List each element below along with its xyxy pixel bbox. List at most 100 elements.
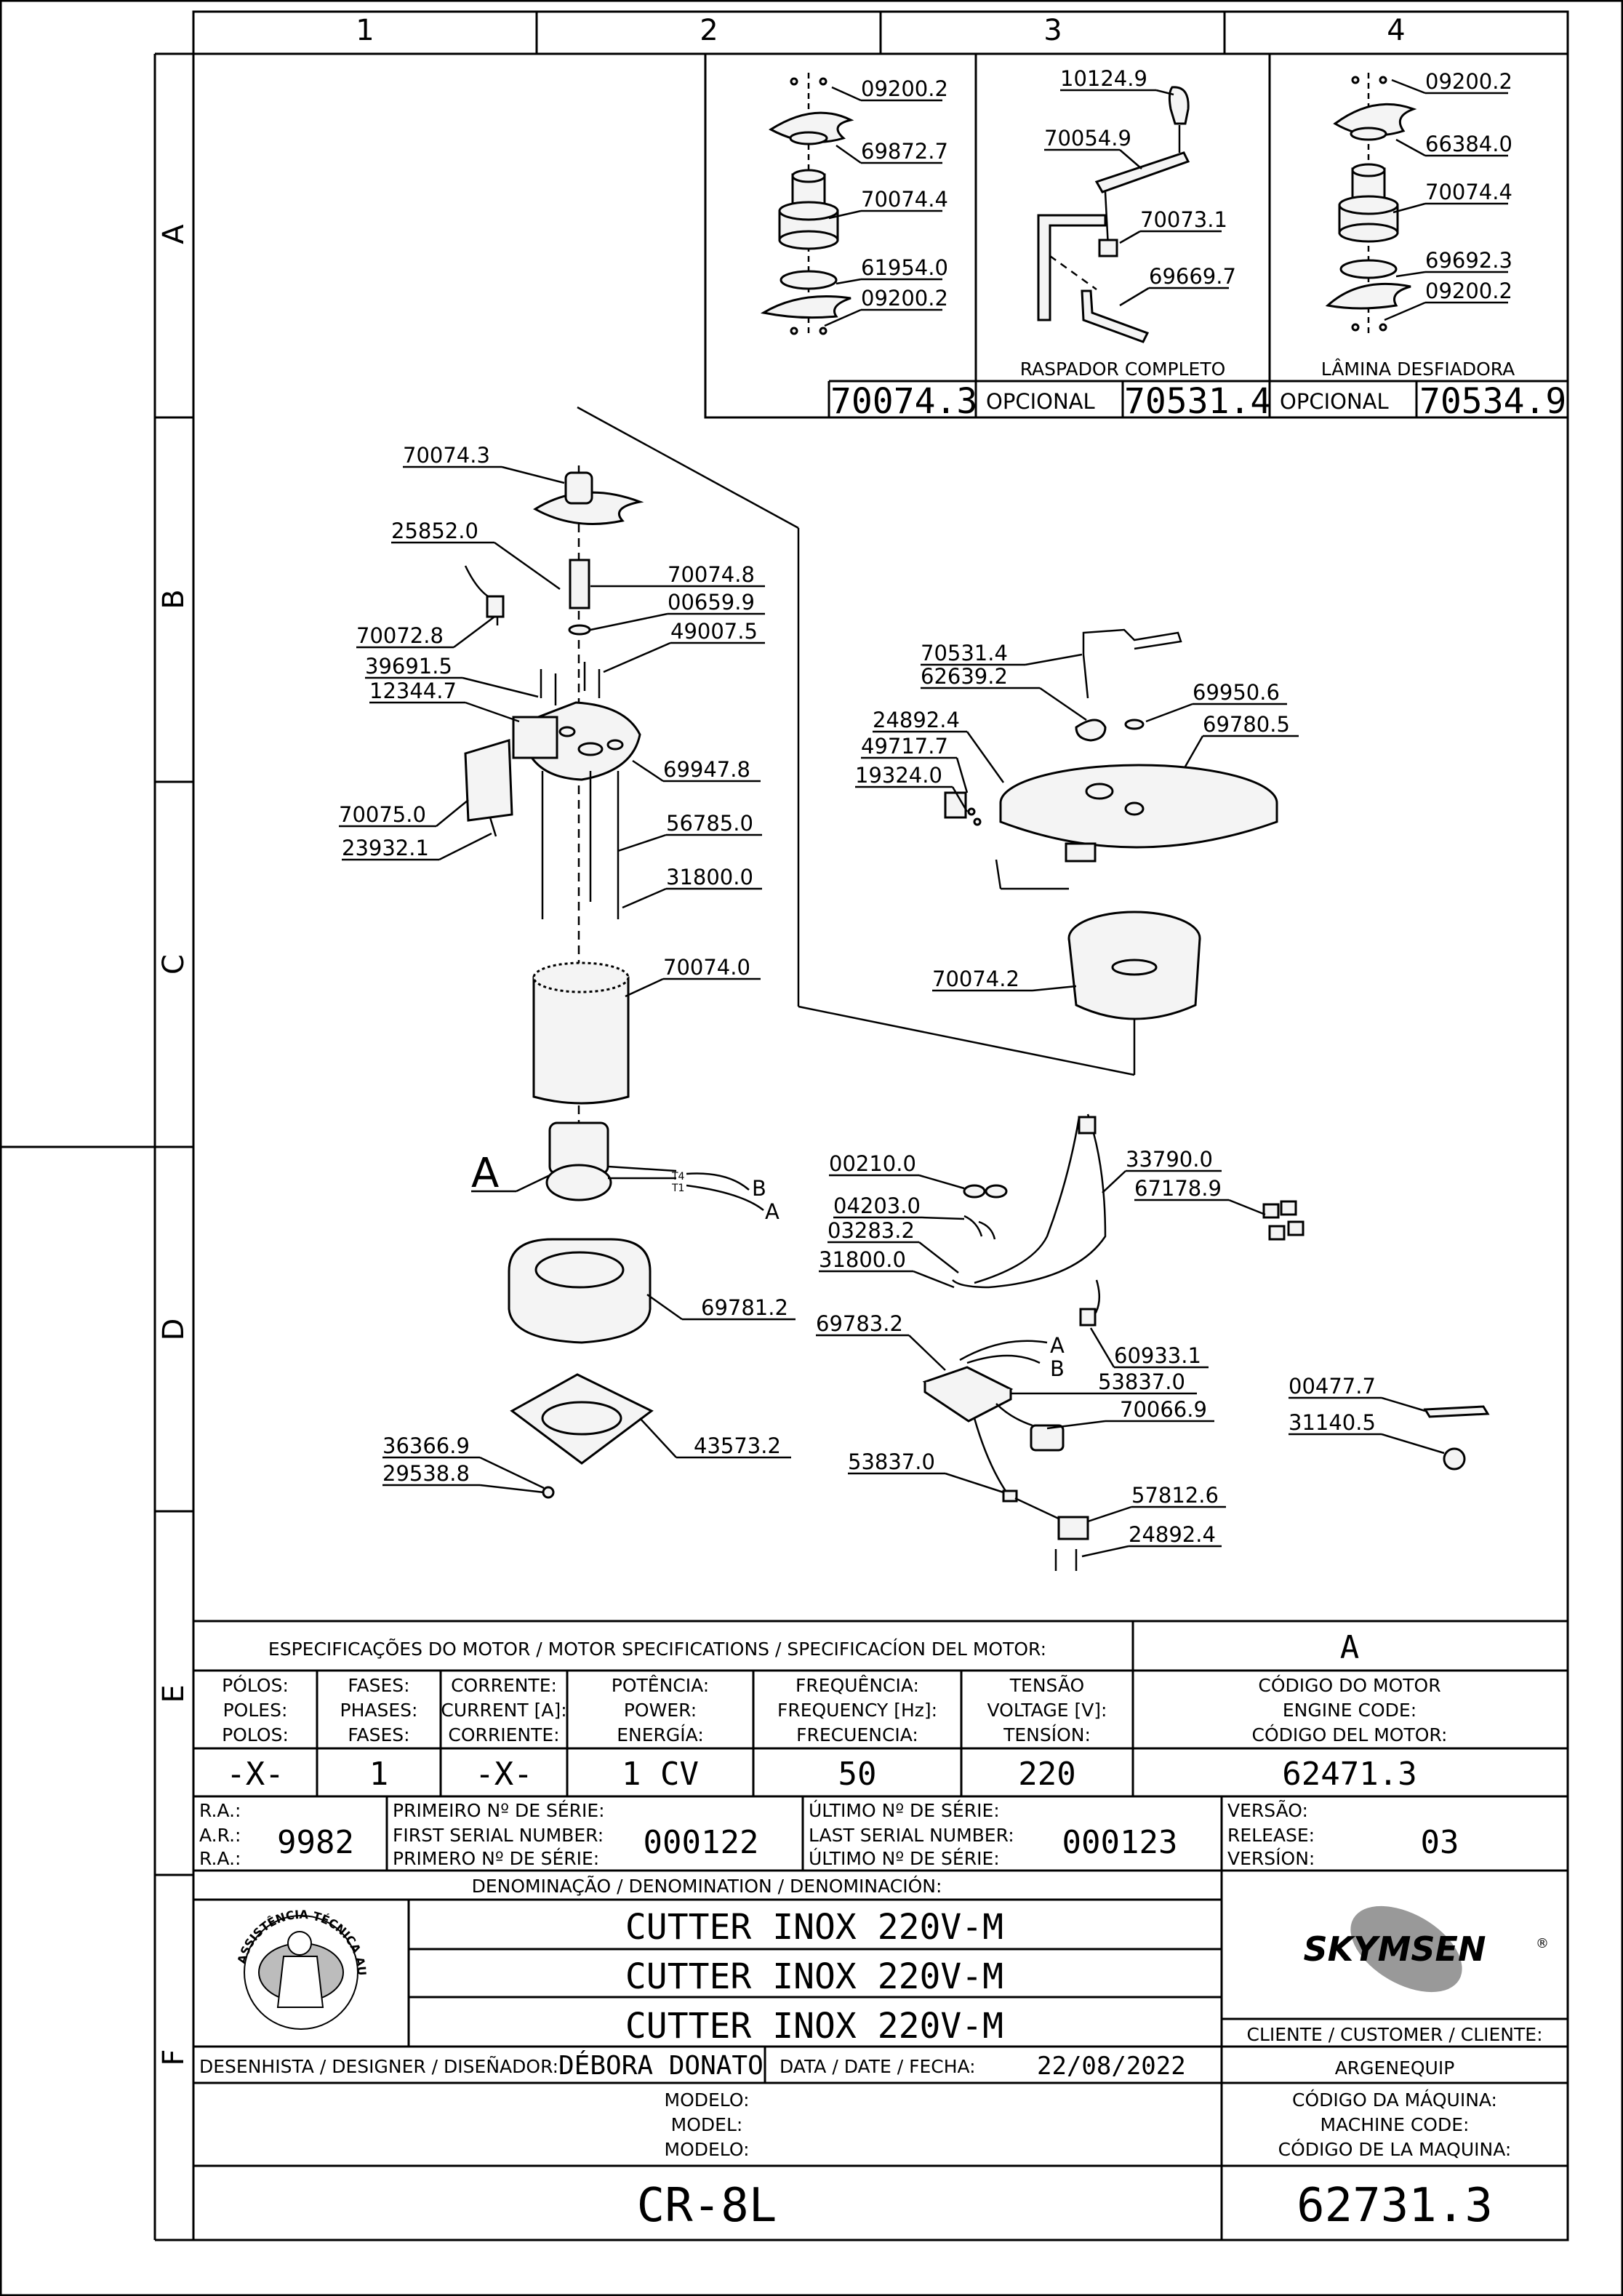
- part-70074-3: 70074.3: [403, 443, 490, 468]
- opt3-part-5: 09200.2: [1425, 279, 1512, 303]
- spec-columns: PÓLOS: POLES: POLOS: FASES: PHASES: FASE…: [222, 1674, 1447, 1745]
- elec-part-03283-2: 03283.2: [827, 1218, 915, 1243]
- denomination-header: DENOMINAÇÃO / DENOMINATION / DENOMINACIÓ…: [472, 1875, 942, 1897]
- designer-value: DÉBORA DONATO: [558, 2050, 764, 2081]
- elec-wire-b: B: [1050, 1356, 1065, 1381]
- version-label-2: RELEASE:: [1227, 1825, 1315, 1846]
- part-36366-9: 36366.9: [382, 1433, 470, 1458]
- opt1-part-1: 09200.2: [861, 76, 948, 101]
- spec-freq-l2: FREQUENCY [Hz]:: [777, 1700, 937, 1721]
- elec-part-67178-9: 67178.9: [1134, 1176, 1222, 1201]
- spec-volt-l3: TENSÍON:: [1003, 1724, 1091, 1745]
- customer-value: ARGENEQUIP: [1335, 2057, 1455, 2079]
- spec-current-l2: CURRENT [A]:: [441, 1700, 566, 1721]
- opt3-part-4: 69692.3: [1425, 248, 1512, 273]
- version-value: 03: [1421, 1824, 1459, 1861]
- elec-part-00210-0: 00210.0: [829, 1151, 916, 1176]
- spec-poles-value: -X-: [226, 1756, 284, 1793]
- part-39691-5: 39691.5: [365, 654, 452, 679]
- date-label: DATA / DATE / FECHA:: [780, 2056, 976, 2077]
- spec-power-l3: ENERGÍA:: [617, 1724, 704, 1745]
- machine-code-value: 62731.3: [1297, 2179, 1493, 2233]
- model-label-3: MODELO:: [665, 2139, 750, 2160]
- elec-part-33790-0: 33790.0: [1126, 1147, 1213, 1172]
- blade-assembly-70074-3: [760, 73, 854, 335]
- motor-wire-a: A: [765, 1199, 780, 1224]
- spec-header: ESPECIFICAÇÕES DO MOTOR / MOTOR SPECIFIC…: [268, 1638, 1046, 1660]
- machine-code-label-2: MACHINE CODE:: [1321, 2114, 1470, 2135]
- grid-row-F: F: [157, 2049, 191, 2065]
- denomination-line-3: CUTTER INOX 220V-M: [625, 2006, 1003, 2047]
- spec-phases-value: 1: [369, 1756, 389, 1793]
- spec-current-l1: CORRENTE:: [451, 1675, 557, 1696]
- electrical-assembly: 00210.0 04203.0 03283.2 31800.0 33790.0 …: [816, 1113, 1305, 1571]
- shredder-blade-assembly-70534-9: [1325, 73, 1417, 335]
- grid-row-E: E: [157, 1684, 191, 1703]
- elec-part-53837-0-b: 53837.0: [848, 1449, 935, 1474]
- opt3-code: 70534.9: [1419, 381, 1566, 422]
- opt2-tag: OPCIONAL: [986, 389, 1095, 414]
- spec-motor-letter: A: [1340, 1629, 1360, 1666]
- skymsen-logo: SKYMSEN ®: [1304, 1905, 1549, 1993]
- opt1-part-3: 70074.4: [861, 187, 948, 212]
- part-23932-1: 23932.1: [342, 836, 429, 860]
- model-label-1: MODELO:: [665, 2089, 750, 2111]
- motor-wire-t1: T1: [671, 1183, 684, 1194]
- spec-power-l1: POTÊNCIA:: [612, 1675, 709, 1696]
- opt1-part-4: 61954.0: [861, 255, 948, 280]
- opt3-part-3: 70074.4: [1425, 180, 1512, 204]
- designer-label: DESENHISTA / DESIGNER / DISEÑADOR:: [199, 2055, 558, 2077]
- elec-part-60933-1: 60933.1: [1114, 1343, 1201, 1368]
- lid-part-49717-7: 49717.7: [861, 734, 948, 759]
- opt3-title: LÂMINA DESFIADORA: [1321, 359, 1515, 380]
- part-70074-0: 70074.0: [663, 955, 750, 980]
- lid-part-19324-0: 19324.0: [855, 763, 942, 788]
- motor-wire-b: B: [752, 1176, 766, 1201]
- denomination-line-1: CUTTER INOX 220V-M: [625, 1907, 1003, 1948]
- machine-code-label-1: CÓDIGO DA MÁQUINA:: [1292, 2089, 1497, 2111]
- model-label-2: MODEL:: [671, 2114, 743, 2135]
- last-serial-label-3: ÚLTIMO Nº DE SÉRIE:: [809, 1847, 1000, 1869]
- lid-part-70531-4: 70531.4: [921, 641, 1008, 665]
- spec-volt-l1: TENSÃO: [1009, 1674, 1084, 1696]
- elec-part-31800-0: 31800.0: [819, 1247, 906, 1272]
- date-value: 22/08/2022: [1037, 2052, 1186, 2081]
- elec-part-53837-0-a: 53837.0: [1098, 1369, 1185, 1394]
- elec-part-57812-6: 57812.6: [1131, 1483, 1219, 1508]
- last-serial-label-1: ÚLTIMO Nº DE SÉRIE:: [809, 1799, 1000, 1821]
- part-31800-0-main: 31800.0: [666, 865, 753, 889]
- opt1-code: 70074.3: [830, 381, 977, 422]
- grid-row-C: C: [157, 954, 191, 975]
- first-serial-value: 000122: [644, 1824, 759, 1861]
- ra-label-1: R.A.:: [199, 1800, 241, 1821]
- misc-parts: 00477.7 31140.5: [1289, 1374, 1490, 1471]
- model-value: CR-8L: [637, 2179, 777, 2233]
- magnify-connector: [577, 406, 1136, 1076]
- opt3-part-1: 09200.2: [1425, 69, 1512, 94]
- spec-freq-l1: FREQUÊNCIA:: [796, 1675, 919, 1696]
- first-serial-label-3: PRIMERO Nº DE SÉRIE:: [393, 1848, 599, 1869]
- opt1-part-5: 09200.2: [861, 286, 948, 311]
- opt1-part-2: 69872.7: [861, 139, 948, 164]
- elec-part-69783-2: 69783.2: [816, 1311, 903, 1336]
- lid-part-24892-4: 24892.4: [873, 708, 960, 732]
- spec-power-value: 1 CV: [622, 1756, 699, 1793]
- lid-part-69780-5: 69780.5: [1203, 712, 1290, 737]
- opt2-part-4: 69669.7: [1149, 264, 1236, 289]
- version-label-1: VERSÃO:: [1227, 1799, 1308, 1821]
- first-serial-label-1: PRIMEIRO Nº DE SÉRIE:: [393, 1800, 605, 1821]
- spec-current-value: -X-: [475, 1756, 532, 1793]
- grid-col-2: 2: [700, 14, 718, 47]
- lid-part-62639-2: 62639.2: [921, 664, 1008, 689]
- spec-freq-value: 50: [838, 1756, 877, 1793]
- version-label-3: VERSÍON:: [1227, 1848, 1315, 1869]
- elec-wire-a: A: [1050, 1333, 1065, 1358]
- spec-values: -X- 1 -X- 1 CV 50 220 62471.3: [226, 1756, 1416, 1793]
- elec-part-24892-4: 24892.4: [1129, 1522, 1216, 1547]
- part-25852-0: 25852.0: [391, 519, 478, 543]
- lid-bowl-assembly: 70531.4 62639.2 69950.6 69780.5 24892.4 …: [855, 628, 1299, 1020]
- grid-col-3: 3: [1043, 14, 1062, 47]
- spec-power-l2: POWER:: [624, 1700, 697, 1721]
- spec-phases-l3: FASES:: [348, 1724, 409, 1745]
- svg-text:®: ®: [1536, 1936, 1549, 1951]
